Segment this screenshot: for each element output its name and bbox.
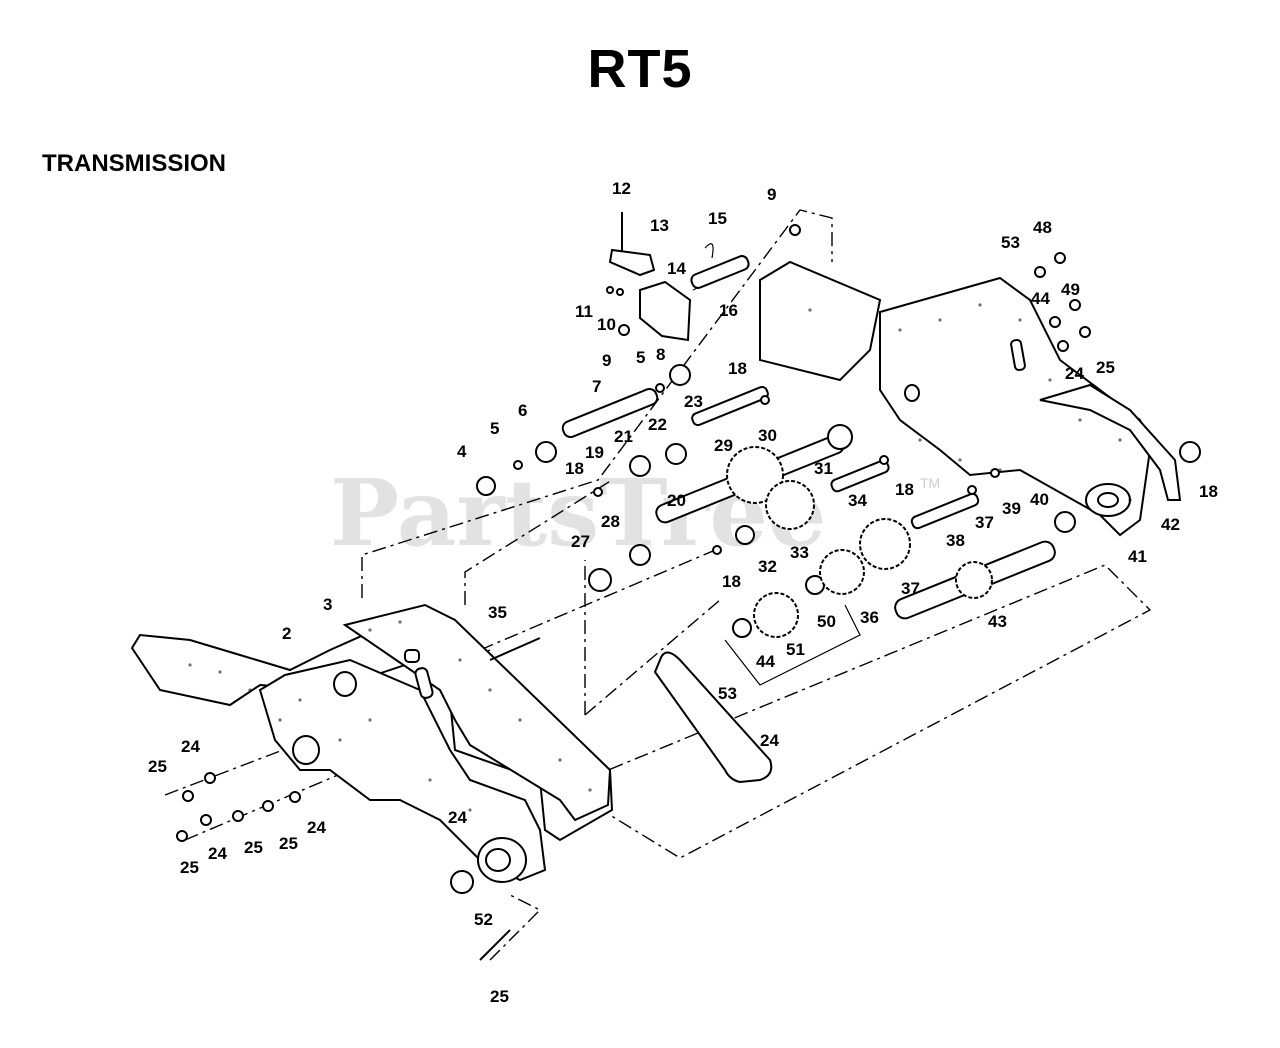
callout: 24: [448, 808, 467, 827]
callout: 8: [656, 345, 665, 364]
belt: [653, 651, 773, 784]
callout: 15: [708, 209, 727, 228]
callout: 24: [1065, 364, 1084, 383]
callout: 33: [790, 543, 809, 562]
callout: 38: [946, 531, 965, 550]
callout: 9: [602, 351, 611, 370]
callout: 25: [244, 838, 263, 857]
callout: 10: [597, 315, 616, 334]
callout: 44: [756, 652, 775, 671]
callout: 20: [667, 491, 686, 510]
callout: 53: [718, 684, 737, 703]
callout: 19: [585, 443, 604, 462]
callout: 21: [614, 427, 633, 446]
callout: 24: [307, 818, 326, 837]
callout: 50: [817, 612, 836, 631]
callout: 2: [282, 624, 291, 643]
callout: 25: [148, 757, 167, 776]
callout: 28: [601, 512, 620, 531]
page-title: RT5: [587, 39, 693, 99]
callout: 14: [667, 259, 686, 278]
callout: 41: [1128, 547, 1147, 566]
section-title: TRANSMISSION: [42, 150, 227, 177]
callout: 44: [1031, 289, 1050, 308]
right-housing: [759, 260, 1201, 537]
callout: 37: [975, 513, 994, 532]
callout: 24: [208, 844, 227, 863]
callout: 11: [575, 302, 593, 321]
callout: 53: [1001, 233, 1020, 252]
callout: 23: [684, 392, 703, 411]
callout: 36: [860, 608, 879, 627]
callout: 37: [901, 579, 920, 598]
callout: 48: [1033, 218, 1052, 237]
callout: 39: [1002, 499, 1021, 518]
callout: 18: [565, 459, 584, 478]
callout: 49: [1061, 280, 1080, 299]
callout: 24: [760, 731, 779, 750]
callout: 13: [650, 216, 669, 235]
callout: 42: [1161, 515, 1180, 534]
callout: 51: [786, 640, 805, 659]
callout: 6: [518, 401, 527, 420]
callout: 52: [474, 910, 493, 929]
callout: 25: [279, 834, 298, 853]
shafts-gears: [450, 364, 1076, 961]
callout: 24: [181, 737, 200, 756]
callout: 12: [612, 179, 631, 198]
callout: 25: [490, 987, 509, 1006]
callout: 30: [758, 426, 777, 445]
callout: 25: [180, 858, 199, 877]
callout: 27: [571, 532, 590, 551]
callout: 18: [895, 480, 914, 499]
callout: 18: [1199, 482, 1218, 501]
callout: 25: [1096, 358, 1115, 377]
callout: 22: [648, 415, 667, 434]
left-housing: [130, 603, 614, 883]
callout: 35: [488, 603, 507, 622]
callout: 18: [722, 572, 741, 591]
hardware: [176, 252, 1091, 842]
callout: 4: [457, 442, 467, 461]
callout: 7: [592, 377, 601, 396]
callout: 5: [636, 348, 645, 367]
callout: 9: [767, 185, 776, 204]
callout: 43: [988, 612, 1007, 631]
callout: 32: [758, 557, 777, 576]
callouts: 12 13 15 9 14 11 10 16 9 8 5 7 18 6 5 4 …: [148, 179, 1218, 1006]
callout: 34: [848, 491, 867, 510]
callout: 5: [490, 419, 499, 438]
callout: 3: [323, 595, 332, 614]
callout: 16: [719, 301, 738, 320]
callout: 31: [814, 459, 833, 478]
callout: 40: [1030, 490, 1049, 509]
callout: 29: [714, 436, 733, 455]
watermark-tm: TM: [920, 475, 940, 491]
shift-assembly: [606, 212, 801, 342]
callout: 18: [728, 359, 747, 378]
